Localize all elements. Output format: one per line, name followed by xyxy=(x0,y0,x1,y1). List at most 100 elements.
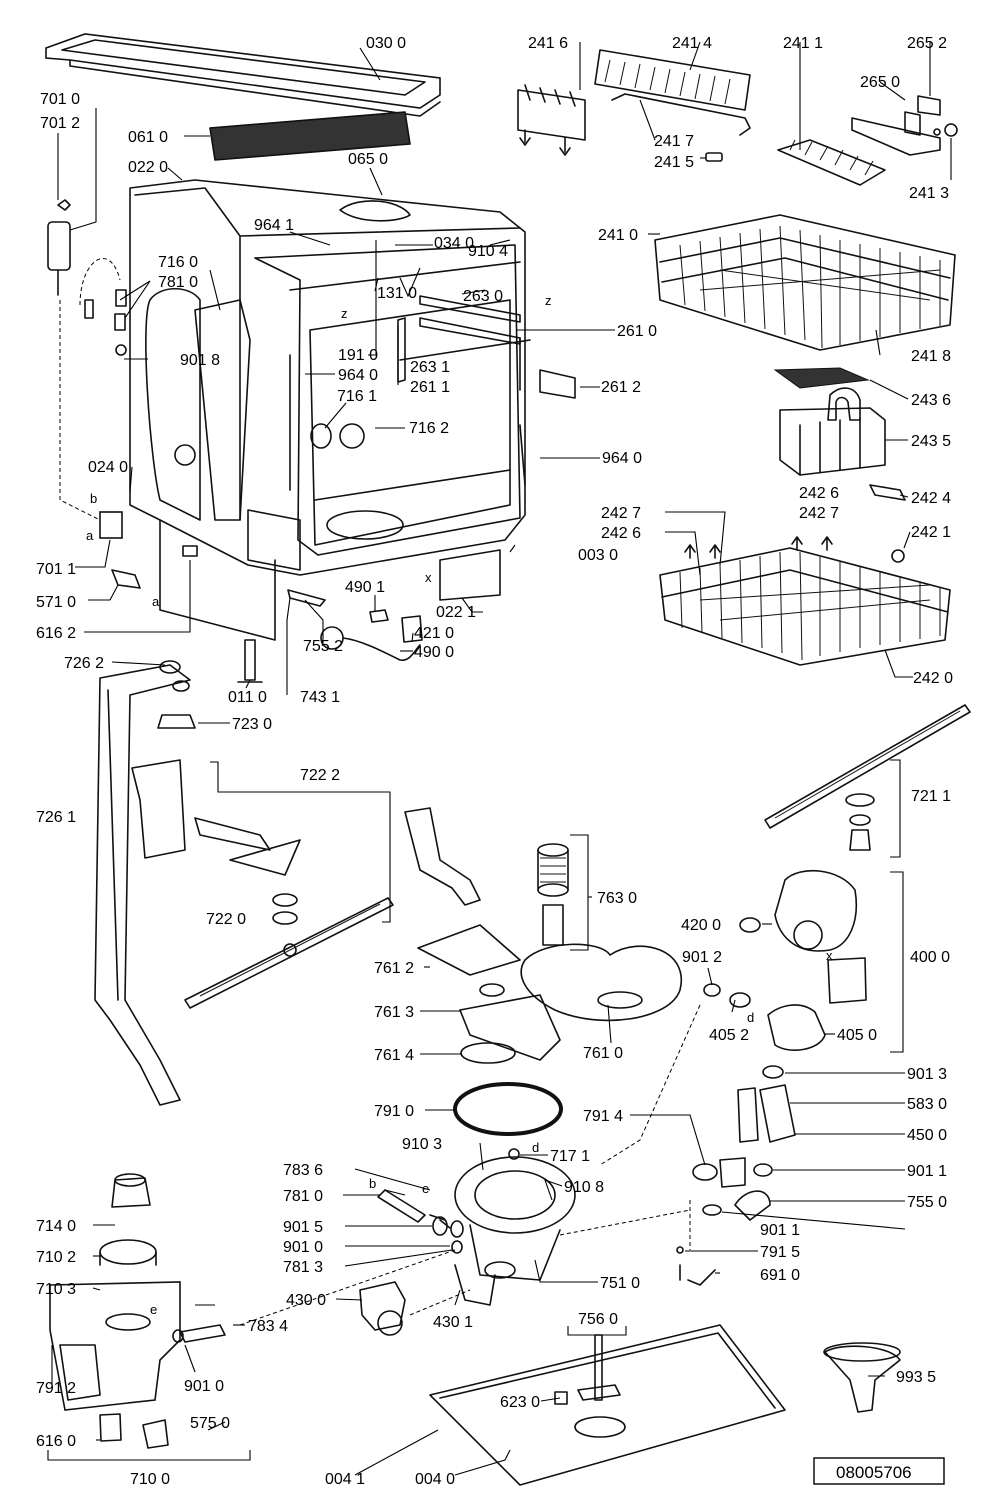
label-405-2: 405 2 xyxy=(709,1027,749,1044)
label-571-0: 571 0 xyxy=(36,594,76,611)
label-243-5: 243 5 xyxy=(911,433,951,450)
cutlery-rack-2416 xyxy=(517,84,586,156)
label-717-1: 717 1 xyxy=(550,1148,590,1165)
label-191-0: 191 0 xyxy=(338,347,378,364)
label-030-0: 030 0 xyxy=(366,35,406,52)
label-714-0: 714 0 xyxy=(36,1218,76,1235)
doc-code: 08005706 xyxy=(836,1463,912,1482)
label-761-4: 761 4 xyxy=(374,1047,414,1064)
label-716-1: 716 1 xyxy=(337,388,377,405)
label-034-0: 034 0 xyxy=(434,235,474,252)
label-616-2: 616 2 xyxy=(36,625,76,642)
label-743-1: 743 1 xyxy=(300,689,340,706)
label-242-7a: 242 7 xyxy=(601,505,641,522)
marker-d1: d xyxy=(747,1010,754,1025)
label-763-0: 763 0 xyxy=(597,890,637,907)
label-004-0: 004 0 xyxy=(415,1471,455,1488)
label-430-0: 430 0 xyxy=(286,1292,326,1309)
label-004-1: 004 1 xyxy=(325,1471,365,1488)
label-421-0: 421 0 xyxy=(414,625,454,642)
marker-x2: x xyxy=(826,948,833,963)
label-261-1: 261 1 xyxy=(410,379,450,396)
marker-z2: z xyxy=(545,293,552,308)
funnel-9935 xyxy=(823,1342,901,1413)
label-575-0: 575 0 xyxy=(190,1415,230,1432)
upper-spray-arm-7211 xyxy=(764,704,971,851)
marker-e1: e xyxy=(422,1181,429,1196)
label-964-1: 964 1 xyxy=(254,217,294,234)
heater-4500 xyxy=(692,1065,796,1221)
label-781-3: 781 3 xyxy=(283,1259,323,1276)
label-022-0: 022 0 xyxy=(128,159,168,176)
marker-a2: a xyxy=(152,594,160,609)
upper-basket-2410 xyxy=(654,214,956,351)
group-brackets xyxy=(47,759,904,1461)
label-490-1: 490 1 xyxy=(345,579,385,596)
label-242-6a: 242 6 xyxy=(799,485,839,502)
label-726-1: 726 1 xyxy=(36,809,76,826)
label-710-3: 710 3 xyxy=(36,1281,76,1298)
label-901-5: 901 5 xyxy=(283,1219,323,1236)
marker-b1: b xyxy=(90,491,97,506)
label-701-2: 701 2 xyxy=(40,115,80,132)
label-003-0: 003 0 xyxy=(578,547,618,564)
letter-markers: z z x b a a x d d b e e xyxy=(86,293,833,1317)
label-241-5: 241 5 xyxy=(654,154,694,171)
label-910-3: 910 3 xyxy=(402,1136,442,1153)
label-405-0: 405 0 xyxy=(837,1027,877,1044)
label-420-0: 420 0 xyxy=(681,917,721,934)
pump-4300 xyxy=(359,1281,406,1336)
label-901-1b: 901 1 xyxy=(760,1222,800,1239)
label-722-2: 722 2 xyxy=(300,767,340,784)
label-901-3: 901 3 xyxy=(907,1066,947,1083)
label-901-8: 901 8 xyxy=(180,352,220,369)
sensor-6910 xyxy=(676,1246,716,1286)
label-783-4: 783 4 xyxy=(248,1318,288,1335)
label-241-4: 241 4 xyxy=(672,35,712,52)
label-242-7b: 242 7 xyxy=(799,505,839,522)
label-791-5: 791 5 xyxy=(760,1244,800,1261)
motor-4000 xyxy=(703,869,867,1051)
label-241-7: 241 7 xyxy=(654,133,694,150)
label-781-0b: 781 0 xyxy=(283,1188,323,1205)
label-761-0: 761 0 xyxy=(583,1045,623,1062)
label-791-4: 791 4 xyxy=(583,1108,623,1125)
label-261-2: 261 2 xyxy=(601,379,641,396)
label-265-2: 265 2 xyxy=(907,35,947,52)
marker-z1: z xyxy=(341,306,348,321)
label-265-0: 265 0 xyxy=(860,74,900,91)
marker-e2: e xyxy=(150,1302,157,1317)
label-910-4: 910 4 xyxy=(468,243,508,260)
label-756-0: 756 0 xyxy=(578,1311,618,1328)
bracket-2650 xyxy=(851,95,958,156)
label-450-0: 450 0 xyxy=(907,1127,947,1144)
label-901-2: 901 2 xyxy=(682,949,722,966)
label-710-0: 710 0 xyxy=(130,1471,170,1488)
base-tray-0040 xyxy=(429,1324,786,1486)
insulation-panel xyxy=(209,111,411,161)
label-993-5: 993 5 xyxy=(896,1369,936,1386)
label-901-0a: 901 0 xyxy=(283,1239,323,1256)
rails xyxy=(397,295,576,399)
hose-7836 xyxy=(377,1189,464,1254)
label-791-2: 791 2 xyxy=(36,1380,76,1397)
label-241-1: 241 1 xyxy=(783,35,823,52)
label-901-0b: 901 0 xyxy=(184,1378,224,1395)
label-710-2: 710 2 xyxy=(36,1249,76,1266)
cup-rack-2414 xyxy=(594,49,751,136)
label-781-0: 781 0 xyxy=(158,274,198,291)
label-964-0a: 964 0 xyxy=(338,367,378,384)
label-261-0: 261 0 xyxy=(617,323,657,340)
lower-spray-arm-7220 xyxy=(184,897,394,1009)
label-623-0: 623 0 xyxy=(500,1394,540,1411)
label-241-8: 241 8 xyxy=(911,348,951,365)
label-263-0: 263 0 xyxy=(463,288,503,305)
label-583-0: 583 0 xyxy=(907,1096,947,1113)
label-430-1: 430 1 xyxy=(433,1314,473,1331)
label-061-0: 061 0 xyxy=(128,129,168,146)
distributor-7222 xyxy=(131,759,301,925)
label-964-0b: 964 0 xyxy=(602,450,642,467)
spray-pipe-7261 xyxy=(94,660,191,1106)
label-024-0: 024 0 xyxy=(88,459,128,476)
label-242-4: 242 4 xyxy=(911,490,951,507)
